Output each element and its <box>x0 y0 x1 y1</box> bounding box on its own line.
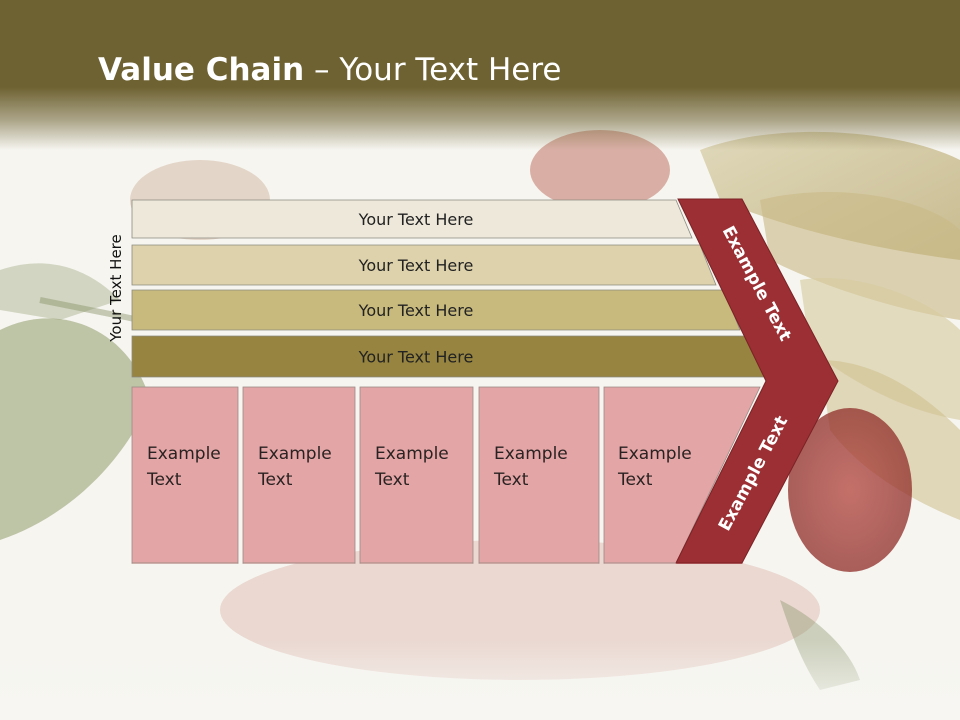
support-row-label: Your Text Here <box>358 348 474 367</box>
support-row-label: Your Text Here <box>358 210 474 229</box>
primary-box-text-line2: Text <box>493 470 529 490</box>
primary-box-text-line2: Text <box>617 470 653 490</box>
primary-box-text-line1: Example <box>618 662 692 682</box>
primary-box-text-line1: Example <box>618 444 692 464</box>
primary-box-3 <box>359 562 474 720</box>
support-row-label: Your Text Here <box>358 301 474 320</box>
primary-box-4 <box>478 562 600 720</box>
primary-box-text-line2: Text <box>493 636 529 656</box>
primary-box-text-line1: Example <box>494 662 568 682</box>
primary-box-text-line1: Example <box>147 444 221 464</box>
primary-box-text-line1: Example <box>375 662 449 682</box>
primary-box-text-line1: Example <box>375 444 449 464</box>
title-bold: Value Chain <box>98 52 305 88</box>
primary-box-text-line2: Text <box>374 636 410 656</box>
primary-box-text-line1: Example <box>258 444 332 464</box>
support-row-2 <box>131 244 717 286</box>
primary-box-1 <box>131 562 239 720</box>
support-row-label: Your Text Here <box>358 256 474 275</box>
primary-box-text-line1: Example <box>258 662 332 682</box>
primary-box-text-line1: Example <box>494 444 568 464</box>
primary-box-text-line2: Text <box>374 470 410 490</box>
primary-box-text-line2: Text <box>257 470 293 490</box>
primary-box-text-line2: Text <box>146 636 182 656</box>
primary-box-2 <box>242 386 356 564</box>
primary-box-text-line1: Example <box>147 662 221 682</box>
primary-box-text-line2: Text <box>146 470 182 490</box>
slide-title: Value Chain – Your Text Here <box>98 52 561 88</box>
support-row-1 <box>131 199 693 239</box>
support-row-3 <box>131 289 741 331</box>
primary-box-text-line2: Text <box>257 636 293 656</box>
primary-box-2 <box>242 562 356 720</box>
header-bar <box>0 0 960 150</box>
title-rest: – Your Text Here <box>304 52 562 88</box>
primary-box-4 <box>478 386 600 564</box>
primary-box-text-line2: Text <box>617 636 653 656</box>
chevron-reflection <box>676 563 825 720</box>
primary-box-3 <box>359 386 474 564</box>
